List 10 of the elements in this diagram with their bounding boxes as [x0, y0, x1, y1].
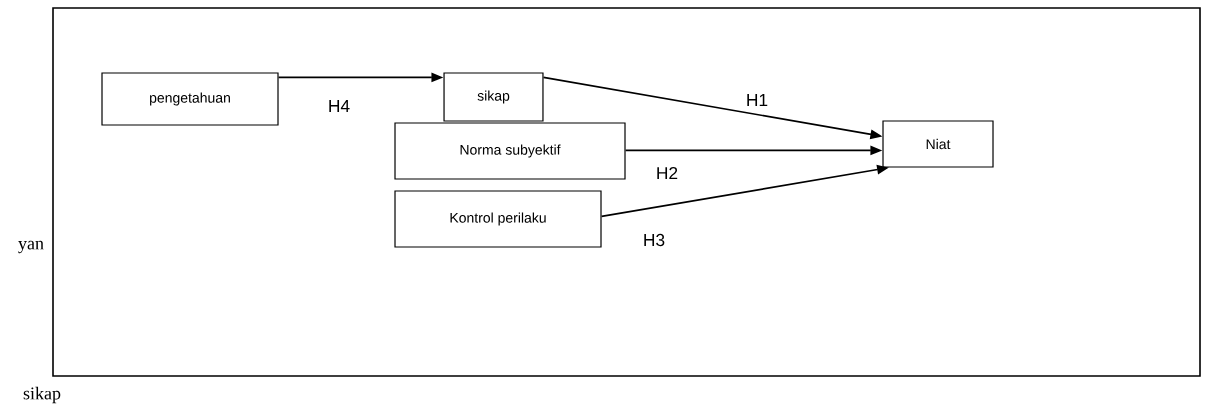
edge-label: H4 [329, 100, 350, 112]
text-fragment: yan [18, 240, 44, 254]
concept-box: Niat [882, 120, 994, 168]
concept-box: sikap [443, 72, 544, 122]
concept-box: pengetahuan [101, 72, 279, 126]
edge-label: H2 [657, 166, 678, 180]
edge-label: H1 [747, 94, 768, 106]
concept-box: Kontrol perilaku [394, 190, 602, 248]
edge-label: H3 [644, 233, 665, 247]
text-fragment: sikap [23, 386, 61, 404]
